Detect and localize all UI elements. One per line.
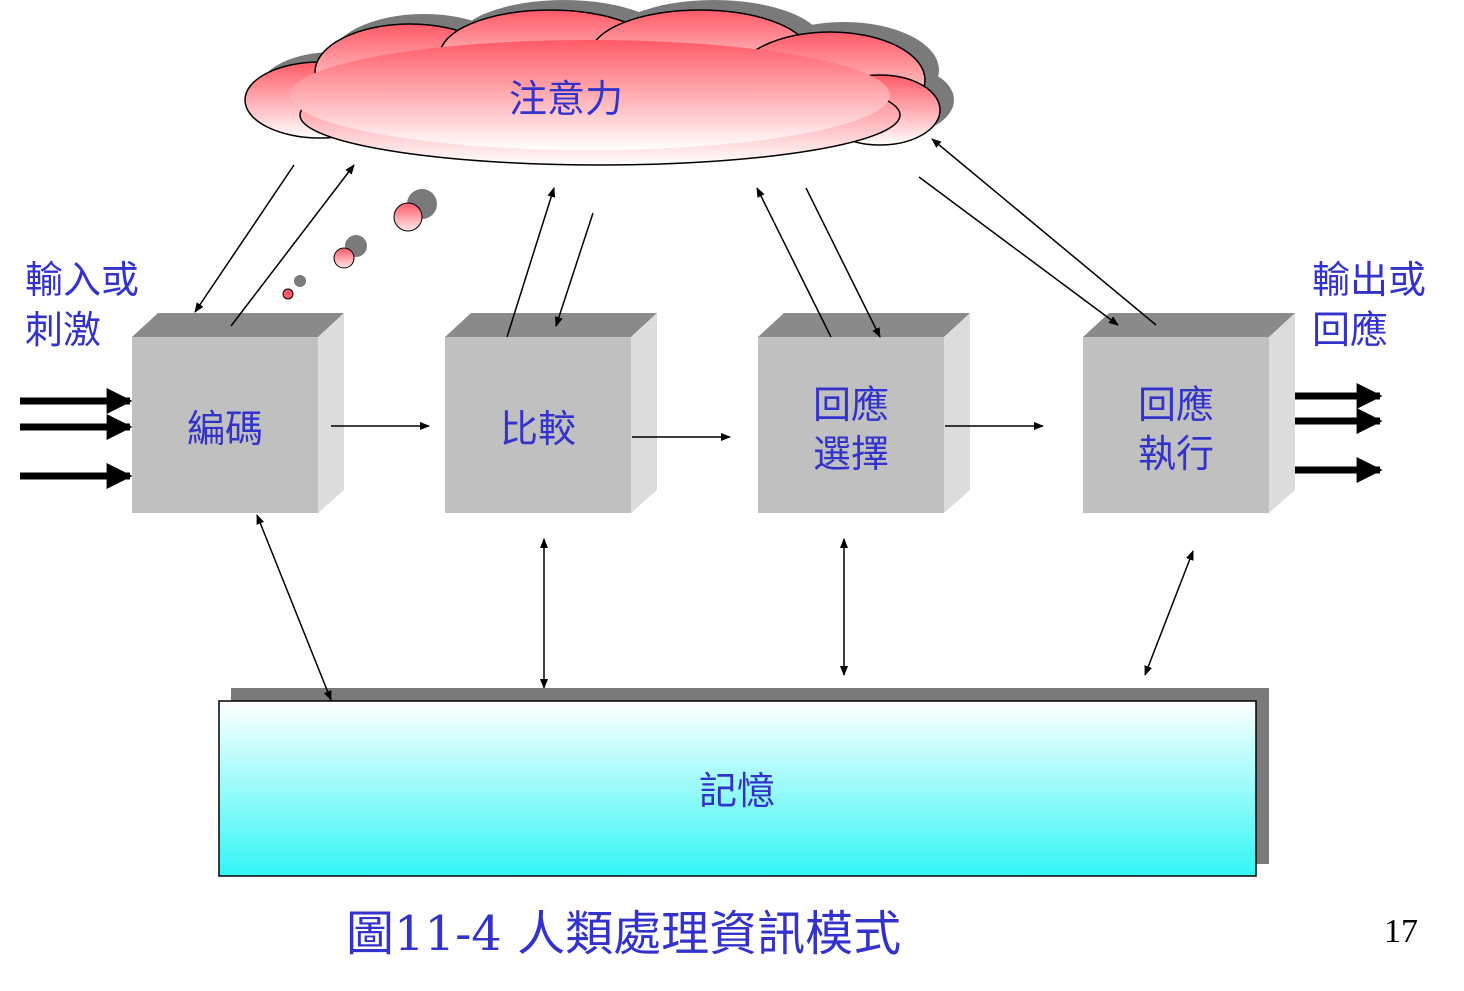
arrow-attention-to-execution [918,176,1119,326]
stage-label-response-execution-1: 回應 [1138,383,1214,427]
arrow-attention-to-comparison [554,212,594,327]
arrow-encoding-to-attention [230,164,355,327]
output-label-line2: 回應 [1312,308,1388,352]
thought-bubbles [282,189,437,300]
attention-label: 注意力 [509,77,623,121]
stage-box-comparison: 比較 [445,313,657,513]
arrow-execution-memory [1144,550,1194,676]
page-number: 17 [1384,913,1418,950]
stage-box-response-execution: 回應 執行 [1083,313,1295,513]
arrow-attention-to-encoding [194,164,295,313]
stage-label-response-execution-2: 執行 [1138,432,1214,476]
attention-arrows [194,138,1157,338]
memory-label: 記憶 [699,769,775,813]
stage-label-response-selection-2: 選擇 [813,432,889,476]
arrow-selection-to-attention [756,187,832,338]
arrow-attention-to-selection [805,187,881,338]
input-arrows [20,388,133,489]
cloud-fill-cover [290,40,890,150]
input-label-line2: 刺激 [25,308,101,352]
arrow-comparison-to-attention [506,187,556,338]
memory-block: 記憶 [218,688,1269,877]
stage-box-encoding: 編碼 [132,313,344,513]
stage-box-response-selection: 回應 選擇 [758,313,970,513]
stage-label-response-selection-1: 回應 [813,383,889,427]
attention-cloud: 注意力 [244,0,954,166]
input-label-line1: 輸入或 [25,258,139,302]
arrow-encoding-memory [256,514,332,701]
memory-arrows [256,514,1194,701]
arrow-execution-to-attention [931,138,1157,326]
figure-caption: 圖11-4 人類處理資訊模式 [346,906,901,962]
output-label-line1: 輸出或 [1312,258,1426,302]
stage-label-comparison: 比較 [500,407,576,451]
stage-flow-arrows [331,422,1044,441]
memory-box [218,700,1257,877]
stage-label-encoding: 編碼 [187,407,263,451]
